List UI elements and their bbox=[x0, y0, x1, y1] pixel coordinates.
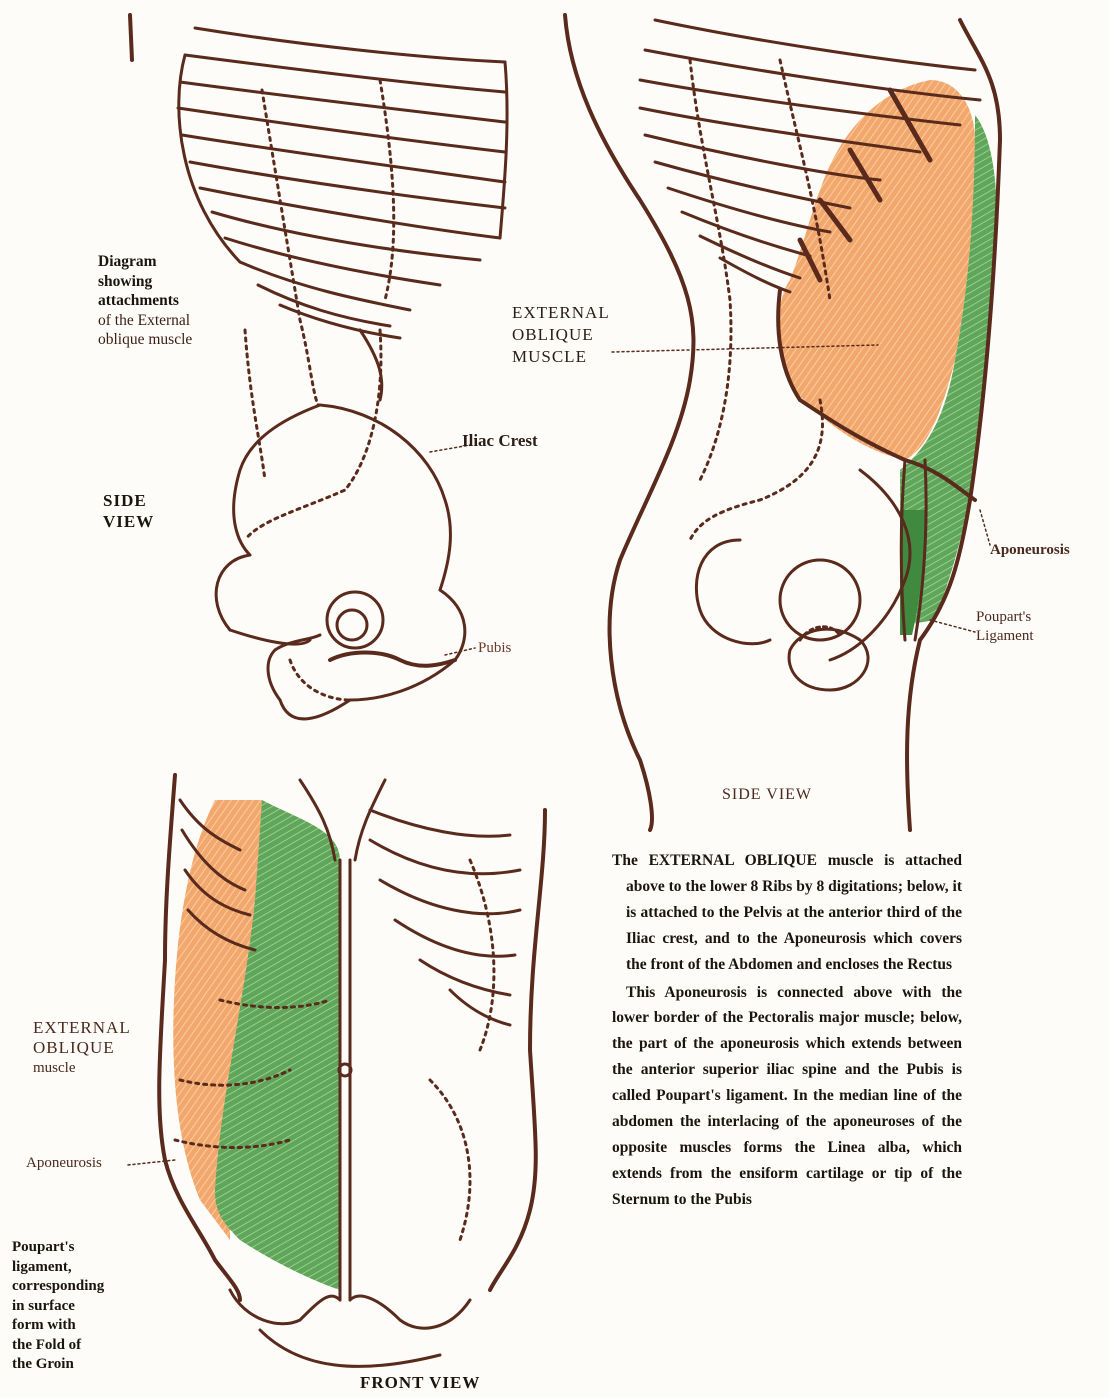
pouparts-ligament-right-label: Poupart's Ligament bbox=[976, 608, 1033, 646]
pouparts-front-line-1: Poupart's bbox=[12, 1238, 104, 1258]
front-view-caption: FRONT VIEW bbox=[360, 1374, 480, 1392]
diagram-caption-line-5: oblique muscle bbox=[98, 330, 192, 350]
pouparts-ligament-front-label: Poupart's ligament, corresponding in sur… bbox=[12, 1238, 104, 1375]
side-view-right bbox=[565, 15, 1000, 830]
diagram-caption-line-4: of the External bbox=[98, 311, 192, 331]
side-view-left-label: SIDE VIEW bbox=[103, 490, 154, 532]
pouparts-front-line-5: form with bbox=[12, 1316, 104, 1336]
pouparts-front-line-3: corresponding bbox=[12, 1277, 104, 1297]
external-oblique-front-label: EXTERNAL OBLIQUE muscle bbox=[33, 1018, 131, 1078]
side-view-skeleton-left bbox=[130, 15, 507, 719]
external-oblique-right-label: EXTERNAL OBLIQUE MUSCLE bbox=[512, 302, 610, 368]
pouparts-front-line-7: the Groin bbox=[12, 1355, 104, 1375]
aponeurosis-front-label: Aponeurosis bbox=[26, 1156, 102, 1172]
iliac-crest-label: Iliac Crest bbox=[462, 432, 538, 450]
side-view-left-line-1: SIDE bbox=[103, 490, 154, 511]
diagram-caption: Diagram showing attachments of the Exter… bbox=[98, 252, 192, 350]
pouparts-front-line-6: the Fold of bbox=[12, 1336, 104, 1356]
external-oblique-right-line-3: MUSCLE bbox=[512, 346, 610, 368]
external-oblique-front-line-2: OBLIQUE bbox=[33, 1038, 131, 1058]
pubis-label: Pubis bbox=[478, 641, 511, 657]
external-oblique-front-line-1: EXTERNAL bbox=[33, 1018, 131, 1038]
pouparts-right-line-2: Ligament bbox=[976, 627, 1033, 646]
description-paragraph-1: The EXTERNAL OBLIQUE muscle is attached … bbox=[612, 848, 962, 978]
diagram-caption-line-3: attachments bbox=[98, 291, 192, 311]
pouparts-right-line-1: Poupart's bbox=[976, 608, 1033, 627]
external-oblique-right-line-2: OBLIQUE bbox=[512, 324, 610, 346]
side-view-left-line-2: VIEW bbox=[103, 511, 154, 532]
diagram-caption-line-2: showing bbox=[98, 272, 192, 292]
external-oblique-front-line-3: muscle bbox=[33, 1058, 131, 1078]
description-paragraph-2: This Aponeurosis is connected above with… bbox=[612, 980, 962, 1213]
side-view-right-caption: SIDE VIEW bbox=[722, 787, 812, 804]
description-text: The EXTERNAL OBLIQUE muscle is attached … bbox=[612, 848, 962, 1213]
aponeurosis-right-label: Aponeurosis bbox=[990, 543, 1070, 559]
external-oblique-right-line-1: EXTERNAL bbox=[512, 302, 610, 324]
pelvis-left bbox=[216, 405, 465, 719]
diagram-caption-line-1: Diagram bbox=[98, 252, 192, 272]
pouparts-front-line-2: ligament, bbox=[12, 1258, 104, 1278]
pouparts-front-line-4: in surface bbox=[12, 1297, 104, 1317]
front-view bbox=[128, 775, 545, 1366]
